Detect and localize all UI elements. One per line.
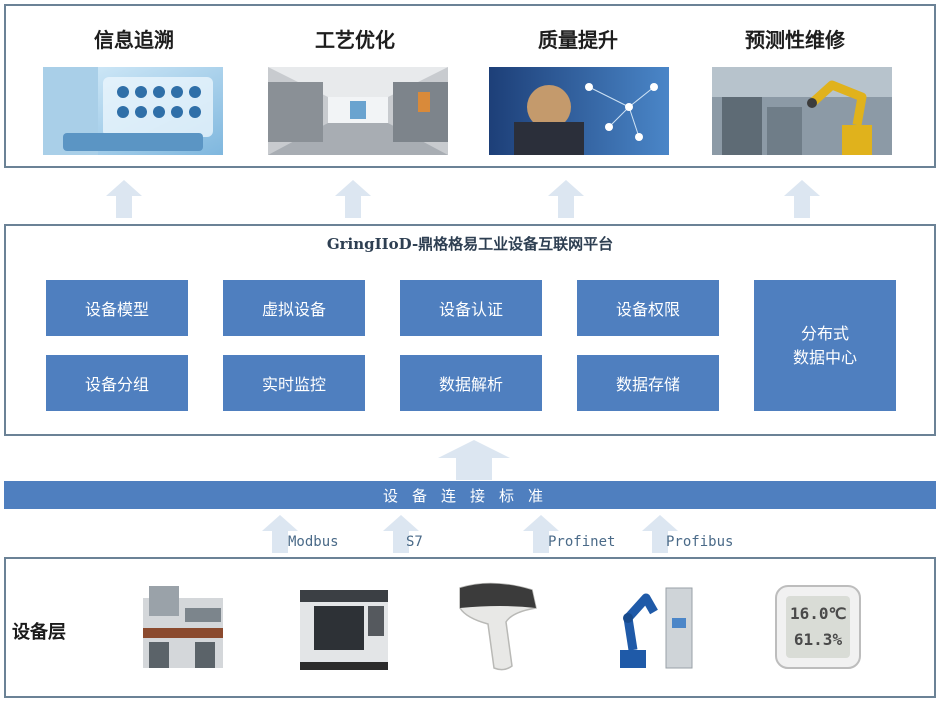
bus-label: 设备连接标准 bbox=[382, 486, 557, 505]
up-arrow-icon bbox=[106, 180, 142, 218]
up-arrow-icon bbox=[784, 180, 820, 218]
module-distributed-data-center: 分布式 数据中心 bbox=[754, 280, 896, 411]
module-data-storage: 数据存储 bbox=[577, 355, 719, 411]
business-network-image bbox=[489, 67, 669, 155]
barcode-scanner-image bbox=[452, 578, 548, 674]
module-device-model: 设备模型 bbox=[46, 280, 188, 336]
up-arrow-icon bbox=[642, 515, 678, 553]
module-device-permission: 设备权限 bbox=[577, 280, 719, 336]
sensor-humidity-reading: 61.3% bbox=[793, 630, 843, 649]
woodworking-machine-image bbox=[135, 578, 231, 674]
app-title-predictive-maintenance: 预测性维修 bbox=[745, 28, 845, 52]
module-data-parsing: 数据解析 bbox=[400, 355, 542, 411]
protocol-s7: S7 bbox=[406, 534, 423, 550]
module-device-grouping: 设备分组 bbox=[46, 355, 188, 411]
platform-title: GringIIoD-鼎格格易工业设备互联网平台 bbox=[326, 235, 614, 253]
device-connection-standard-bar: 设备连接标准 bbox=[4, 481, 936, 509]
device-layer-label: 设备层 bbox=[12, 622, 66, 643]
app-title-process-optimization: 工艺优化 bbox=[315, 28, 395, 52]
protocol-profibus: Profibus bbox=[666, 534, 734, 550]
industrial-robot-image bbox=[610, 578, 706, 674]
up-arrow-icon bbox=[438, 440, 510, 480]
module-realtime-monitoring: 实时监控 bbox=[223, 355, 365, 411]
up-arrow-icon bbox=[335, 180, 371, 218]
robot-arm-factory-image bbox=[712, 67, 892, 155]
app-title-quality-improvement: 质量提升 bbox=[538, 28, 618, 52]
factory-corridor-image bbox=[268, 67, 448, 155]
temperature-humidity-sensor: 16.0℃ 61.3% bbox=[770, 578, 866, 674]
data-center-line-2: 数据中心 bbox=[792, 347, 857, 367]
data-center-line-1: 分布式 bbox=[800, 323, 849, 343]
module-virtual-device: 虚拟设备 bbox=[223, 280, 365, 336]
up-arrow-icon bbox=[523, 515, 559, 553]
sensor-temperature-reading: 16.0℃ bbox=[790, 604, 847, 623]
up-arrow-icon bbox=[262, 515, 298, 553]
up-arrow-icon bbox=[548, 180, 584, 218]
medical-tablet-image bbox=[43, 67, 223, 155]
protocol-profinet: Profinet bbox=[548, 534, 616, 550]
module-device-authentication: 设备认证 bbox=[400, 280, 542, 336]
app-title-traceability: 信息追溯 bbox=[94, 28, 174, 52]
protocol-modbus: Modbus bbox=[288, 534, 339, 550]
up-arrow-icon bbox=[383, 515, 419, 553]
cnc-machine-image bbox=[296, 578, 392, 674]
